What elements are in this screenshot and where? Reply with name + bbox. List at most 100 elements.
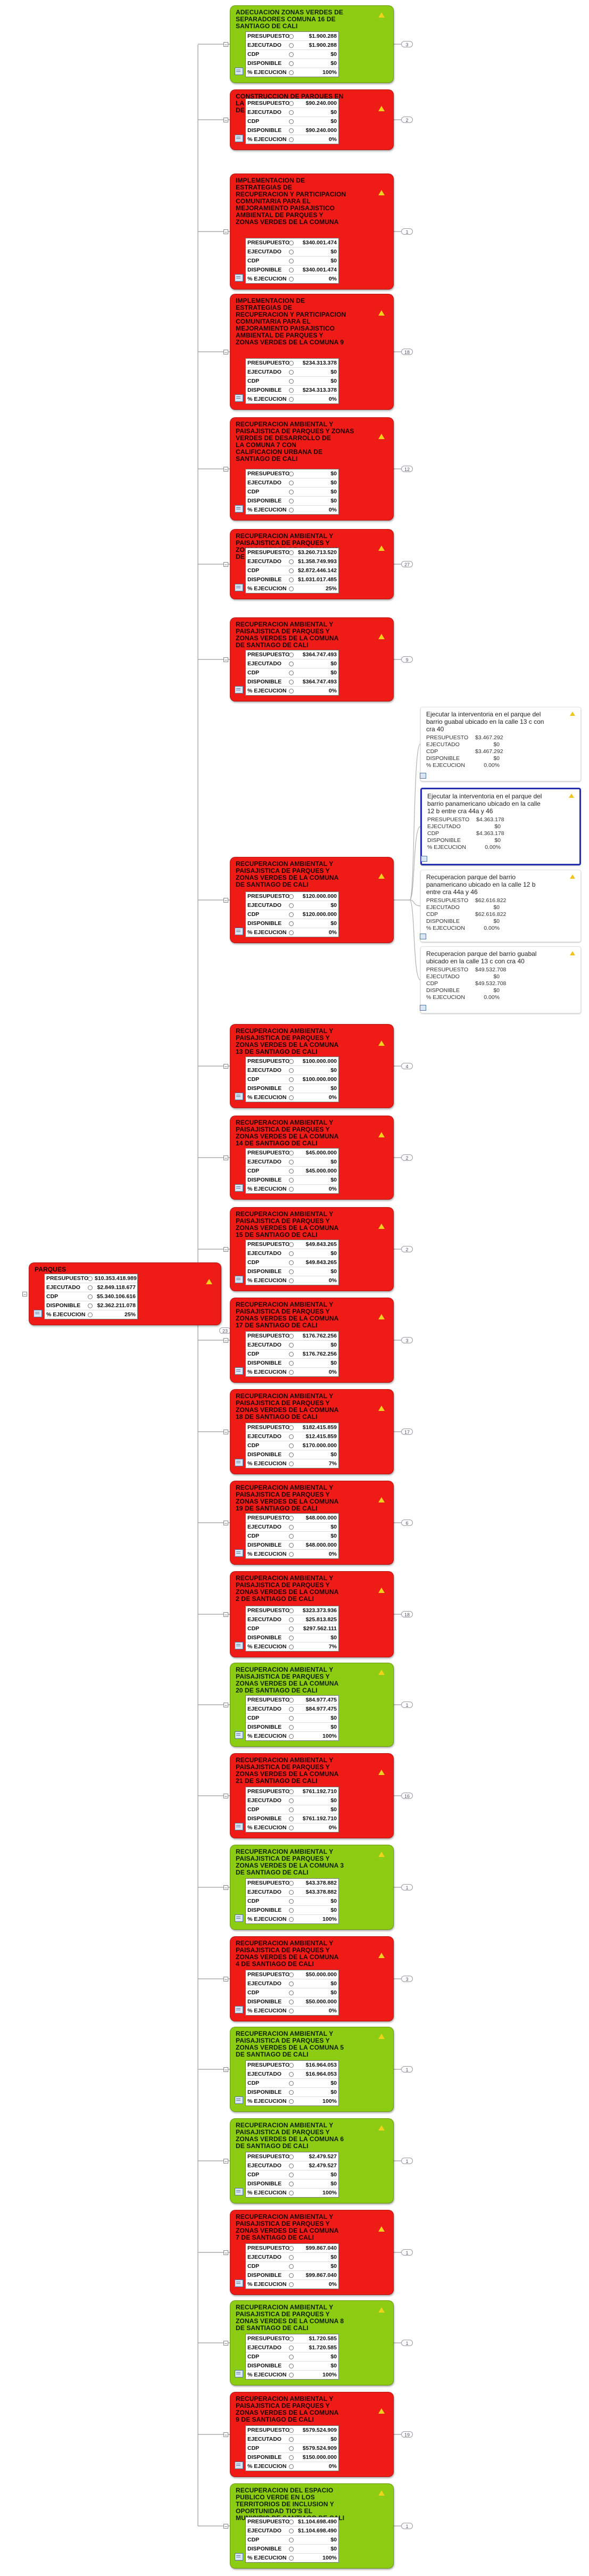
note-icon[interactable]: [235, 1093, 243, 1100]
note-icon[interactable]: [420, 1005, 426, 1011]
note-icon[interactable]: [235, 274, 243, 282]
collapse-toggle[interactable]: −: [223, 1703, 228, 1708]
collapse-toggle[interactable]: −: [22, 1292, 27, 1297]
children-count-badge[interactable]: 1: [401, 2523, 413, 2529]
children-count-badge[interactable]: 12: [401, 466, 413, 472]
note-icon[interactable]: [235, 2462, 243, 2469]
collapse-toggle[interactable]: −: [223, 1612, 228, 1617]
children-count-badge[interactable]: 19: [401, 2431, 413, 2438]
children-count-badge[interactable]: 27: [401, 561, 413, 567]
collapse-toggle[interactable]: −: [223, 1521, 228, 1526]
collapse-toggle[interactable]: −: [223, 1247, 228, 1252]
collapse-toggle[interactable]: −: [223, 118, 228, 123]
note-icon[interactable]: [235, 2188, 243, 2195]
children-count-badge[interactable]: 2: [401, 1154, 413, 1161]
collapse-toggle[interactable]: −: [223, 562, 228, 567]
children-count-badge[interactable]: 4: [401, 1063, 413, 1069]
note-icon[interactable]: [235, 2006, 243, 2013]
children-count-badge[interactable]: 1: [401, 1702, 413, 1708]
children-count-badge[interactable]: 17: [401, 1429, 413, 1435]
note-icon[interactable]: [235, 68, 243, 75]
note-icon[interactable]: [235, 505, 243, 513]
collapse-toggle[interactable]: −: [223, 2067, 228, 2073]
note-icon[interactable]: [235, 1276, 243, 1283]
children-count-badge[interactable]: 1: [401, 228, 413, 235]
collapse-toggle[interactable]: −: [223, 657, 228, 663]
collapse-toggle[interactable]: −: [223, 42, 228, 47]
collapse-toggle[interactable]: −: [223, 467, 228, 472]
note-icon[interactable]: [235, 1549, 243, 1557]
note-icon[interactable]: [235, 1184, 243, 1192]
note-icon[interactable]: [421, 856, 427, 862]
collapse-toggle[interactable]: −: [223, 229, 228, 235]
children-count-badge[interactable]: 2: [401, 1246, 413, 1252]
children-count-badge[interactable]: 1: [401, 2249, 413, 2256]
collapse-toggle[interactable]: −: [223, 2524, 228, 2529]
children-count-badge[interactable]: 1: [401, 2340, 413, 2346]
children-count-badge[interactable]: 3: [401, 41, 413, 47]
collapse-toggle[interactable]: −: [223, 2250, 228, 2256]
note-icon[interactable]: [235, 1459, 243, 1466]
note-icon[interactable]: [235, 928, 243, 935]
collapse-toggle[interactable]: −: [223, 2159, 228, 2164]
collapse-toggle[interactable]: −: [223, 1977, 228, 1982]
note-icon[interactable]: [34, 1310, 42, 1317]
note-icon[interactable]: [420, 934, 426, 939]
children-count-badge[interactable]: 16: [401, 1793, 413, 1799]
collapse-toggle[interactable]: −: [223, 350, 228, 355]
note-icon[interactable]: [235, 2553, 243, 2561]
children-count-badge[interactable]: 3: [401, 1337, 413, 1343]
children-count-badge[interactable]: 1: [401, 2158, 413, 2164]
collapse-toggle[interactable]: −: [223, 2341, 228, 2346]
collapse-toggle[interactable]: −: [223, 1338, 228, 1343]
note-icon[interactable]: [235, 394, 243, 402]
note-icon[interactable]: [235, 1823, 243, 1830]
activity-node[interactable]: Ejecutar la interventoria en el parque d…: [420, 788, 581, 865]
collapse-toggle[interactable]: −: [223, 1885, 228, 1890]
note-icon[interactable]: [235, 584, 243, 591]
children-count-badge[interactable]: 18: [401, 1611, 413, 1617]
collapse-toggle[interactable]: −: [223, 1430, 228, 1435]
note-icon[interactable]: [235, 686, 243, 693]
note-icon[interactable]: [235, 2280, 243, 2287]
children-count-badge[interactable]: 3: [401, 1976, 413, 1982]
children-count-badge[interactable]: 18: [401, 349, 413, 355]
note-icon[interactable]: [235, 1642, 243, 1649]
children-count-badge[interactable]: 1: [401, 2066, 413, 2073]
children-count-badge[interactable]: 6: [401, 1520, 413, 1526]
children-count-badge[interactable]: 9: [401, 656, 413, 663]
note-icon[interactable]: [235, 2370, 243, 2377]
children-count-badge[interactable]: 1: [401, 1884, 413, 1890]
note-icon[interactable]: [420, 773, 426, 779]
note-icon[interactable]: [235, 1367, 243, 1375]
note-icon[interactable]: [235, 135, 243, 142]
collapse-toggle[interactable]: −: [223, 2432, 228, 2438]
